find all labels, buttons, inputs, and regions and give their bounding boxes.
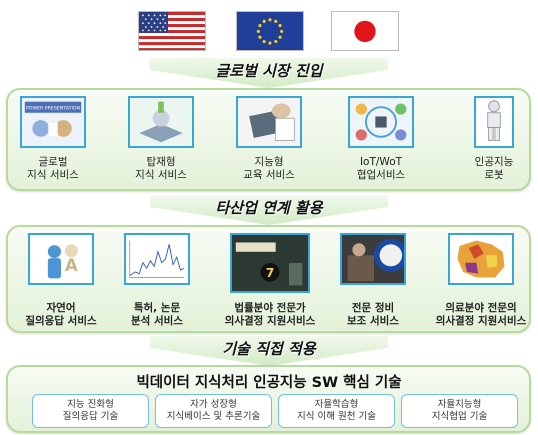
patent-paper-thumb bbox=[124, 233, 190, 285]
maintenance-thumb bbox=[340, 233, 406, 285]
legal-thumb-number: 7 bbox=[266, 266, 275, 280]
global-knowledge-thumb: POWER PRESENTATION bbox=[20, 96, 86, 148]
usa-flag-icon bbox=[138, 11, 206, 51]
embedded-knowledge-thumb bbox=[128, 96, 194, 148]
core-tech-title: 빅데이터 지식처리 인공지능 SW 핵심 기술 bbox=[136, 375, 402, 391]
eu-flag-icon bbox=[236, 11, 304, 51]
global-banner-text: 글로벌 시장 진입 bbox=[215, 62, 323, 80]
legal-expert-thumb: 7 bbox=[230, 233, 310, 293]
japan-flag-icon bbox=[331, 11, 399, 51]
ai-robot-thumb bbox=[474, 96, 514, 148]
svg-text:A: A bbox=[65, 255, 78, 275]
iot-collab-thumb bbox=[348, 96, 414, 148]
nl-qa-thumb: A bbox=[28, 233, 94, 285]
medical-expert-thumb bbox=[448, 233, 514, 285]
direct-banner-text: 기술 직접 적용 bbox=[222, 340, 316, 358]
presentation-thumb-text: POWER PRESENTATION bbox=[26, 106, 81, 112]
smart-education-thumb bbox=[236, 96, 302, 148]
industry-banner-text: 타산업 연계 활용 bbox=[215, 199, 323, 217]
